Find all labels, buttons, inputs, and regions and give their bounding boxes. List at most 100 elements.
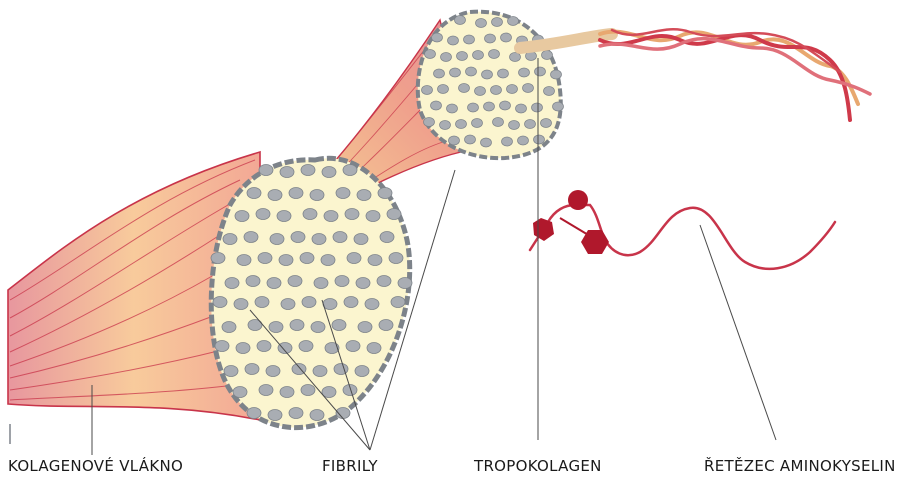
label-amino-acid-chain: ŘETĚZEC AMINOKYSELIN [704, 457, 896, 475]
fibril-dot [551, 70, 562, 79]
fibril-dot [541, 119, 552, 128]
fibril-dot [464, 35, 475, 44]
fibril-dot [259, 165, 273, 176]
fibril-dot [244, 232, 258, 243]
fibril-dot [336, 188, 350, 199]
fibril-dot [455, 16, 466, 25]
fibril-dot [288, 276, 302, 287]
fibril-dot [432, 33, 443, 42]
fibril-dot [500, 101, 511, 110]
fibril-dot [449, 136, 460, 145]
fibril-dot [321, 255, 335, 266]
fibril-dot [279, 255, 293, 266]
label-fibrils: FIBRILY [322, 457, 378, 475]
fibril-dot [211, 253, 225, 264]
fibril-dot [267, 278, 281, 289]
fibril-dot [258, 253, 272, 264]
fibril-dot [448, 36, 459, 45]
fibril-dot [507, 85, 518, 94]
fibril-dot [424, 118, 435, 127]
fibril-dot [509, 121, 520, 130]
fibril-dot [491, 86, 502, 95]
fibril-dot [303, 209, 317, 220]
fibril-dot [256, 209, 270, 220]
fibril-dot [440, 121, 451, 130]
fibril-dot [257, 341, 271, 352]
fibril-dot [299, 341, 313, 352]
fibril-dot [332, 320, 346, 331]
fibril-dot [485, 34, 496, 43]
fibril-dot [281, 299, 295, 310]
fibril-dot [223, 234, 237, 245]
fibril-dot [425, 50, 436, 59]
fibril-dot [237, 255, 251, 266]
fibril-dot [236, 343, 250, 354]
fibril-dot [225, 278, 239, 289]
fibril-dot [468, 103, 479, 112]
fibril-dot [456, 120, 467, 129]
fibril-dot [391, 297, 405, 308]
fibril-dot [450, 68, 461, 77]
fibril-dot [358, 322, 372, 333]
fibril-dot [482, 70, 493, 79]
amino-acid-chain-drawing [530, 190, 835, 269]
fibril-dot [472, 119, 483, 128]
fibril-dot [441, 53, 452, 62]
fibril-dot [233, 387, 247, 398]
fibril-dot [553, 102, 564, 111]
fibril-dot [516, 104, 527, 113]
fibril-dot [366, 211, 380, 222]
fibril-dot [224, 366, 238, 377]
fibril-dot [255, 297, 269, 308]
fibril-dot [387, 209, 401, 220]
fibril-dot [519, 68, 530, 77]
fibril-dot [484, 102, 495, 111]
fibril-dot [475, 87, 486, 96]
fibril-dot [215, 341, 229, 352]
fibril-dot [247, 408, 261, 419]
fibril-dot [334, 364, 348, 375]
fibril-dot [473, 51, 484, 60]
fibril-dot [289, 408, 303, 419]
diagram-illustration [0, 0, 920, 455]
fibril-dot [311, 322, 325, 333]
fibril-dot [290, 320, 304, 331]
fibril-dot [312, 234, 326, 245]
fibril-dot [268, 410, 282, 421]
fibril-dot [518, 136, 529, 145]
fibril-dot [542, 51, 553, 60]
fibril-dot [367, 343, 381, 354]
fibril-dot [355, 366, 369, 377]
fibril-dot [291, 232, 305, 243]
fibril-dot [301, 385, 315, 396]
fibril-dot [322, 167, 336, 178]
fiber-cross-section [211, 158, 412, 427]
fibril-dot [222, 322, 236, 333]
fibril-dot [280, 167, 294, 178]
fibril-dot [343, 165, 357, 176]
fibril-dot [438, 85, 449, 94]
fibril-dot [489, 50, 500, 59]
fibril-dot [498, 69, 509, 78]
fibril-dot [398, 278, 412, 289]
fibril-dot [259, 385, 273, 396]
fibril-dot [301, 165, 315, 176]
fibril-dot [235, 211, 249, 222]
fibril-cross-section [418, 12, 564, 158]
fibril-dot [377, 276, 391, 287]
fibril-dot [492, 18, 503, 27]
fibril-dot [246, 276, 260, 287]
fibril-dot [245, 364, 259, 375]
fibril-dot [266, 366, 280, 377]
fibril-dot [365, 299, 379, 310]
fibril-dot [457, 52, 468, 61]
fibril-dot [389, 253, 403, 264]
fibril-dot [431, 101, 442, 110]
fibril-dot [434, 69, 445, 78]
fibril-dot [247, 188, 261, 199]
fibril-dot [270, 234, 284, 245]
fibril-dot [324, 211, 338, 222]
fibril-dot [335, 276, 349, 287]
label-collagen-fiber: KOLAGENOVÉ VLÁKNO [8, 457, 183, 475]
